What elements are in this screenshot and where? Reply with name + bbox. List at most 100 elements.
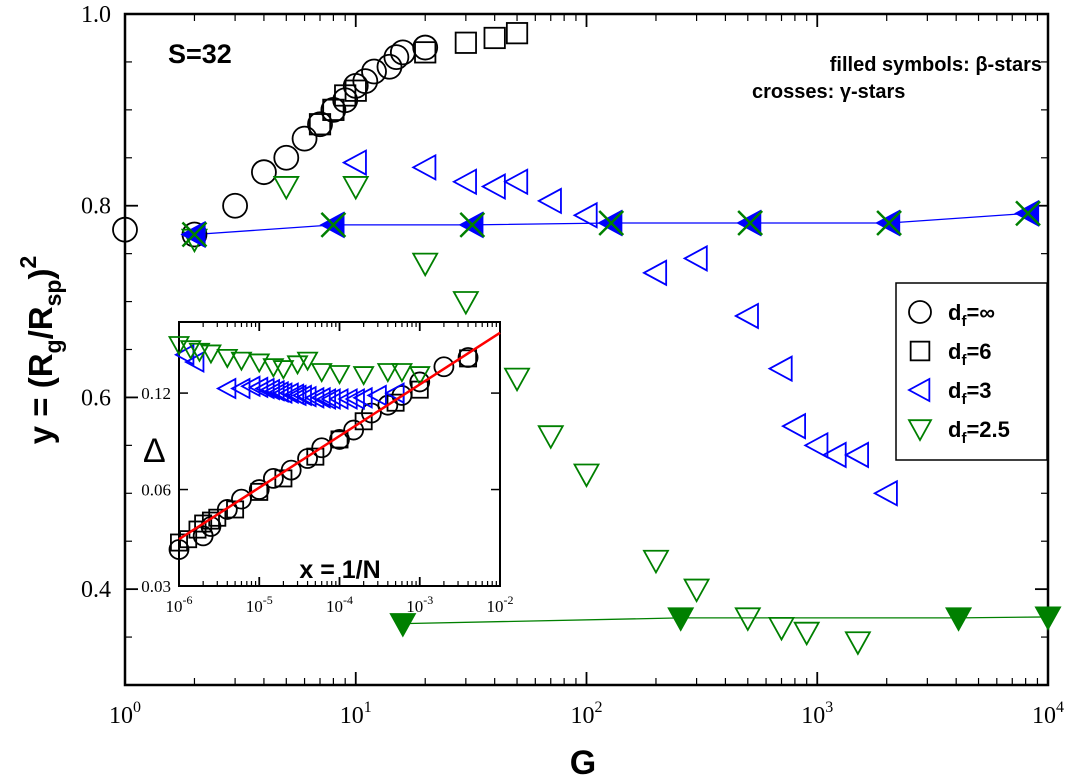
inset-data-point	[230, 351, 253, 372]
x-tick-base: 10	[406, 597, 423, 616]
x-tick-exp: -6	[183, 593, 193, 607]
data-point	[341, 149, 367, 177]
data-point	[483, 26, 506, 50]
data-point	[451, 168, 477, 196]
inset-data-point	[215, 377, 237, 400]
data-point	[342, 176, 370, 201]
data-point	[414, 41, 437, 64]
inset-data-point	[170, 533, 188, 552]
legend-label-d6: df=6	[948, 339, 992, 369]
data-point	[361, 58, 387, 85]
inset-data-point	[272, 360, 295, 381]
inset-data-point	[183, 351, 205, 374]
data-point	[876, 210, 902, 236]
note-line-crosses: crosses: γ-stars	[752, 81, 905, 103]
data-point	[780, 412, 806, 440]
inset-data-point	[216, 348, 239, 369]
legend-label-base: d	[948, 339, 961, 364]
inset-data-point	[315, 387, 337, 411]
inset-data-point	[286, 384, 307, 407]
legend-marker	[909, 340, 931, 362]
data-point	[389, 613, 417, 638]
data-point	[181, 221, 208, 248]
inset-y-axis-label: Δ	[143, 432, 166, 470]
inset-x-tick-label: 10-4	[326, 593, 353, 616]
inset-data-point	[328, 365, 351, 385]
data-point	[503, 367, 531, 393]
x-tick-exp: 0	[133, 699, 141, 716]
main-y-tick-label: 0.6	[81, 385, 111, 411]
data-point	[844, 631, 872, 656]
inset-y-tick-label: 0.06	[141, 481, 171, 500]
note-line-filled: filled symbols: β-stars	[830, 54, 1042, 76]
fit-line	[178, 331, 501, 541]
main-x-axis-label: G	[570, 744, 596, 778]
data-point	[452, 291, 480, 316]
x-tick-base: 10	[571, 703, 595, 729]
legend-label-rest: =6	[966, 339, 991, 364]
x-tick-base: 10	[166, 597, 183, 616]
inset-data-point	[433, 356, 455, 378]
data-point	[307, 111, 333, 138]
data-point	[411, 153, 437, 181]
data-point	[803, 431, 829, 459]
main-y-tick-label: 0.8	[81, 194, 111, 220]
x-tick-exp: -4	[343, 593, 353, 607]
data-point	[112, 216, 138, 243]
legend-label-d25: df=2.5	[948, 417, 1010, 447]
inset-data-point	[230, 377, 251, 400]
inset-data-point	[188, 520, 207, 539]
ylabel-sub1: g	[40, 339, 66, 353]
data-point	[273, 144, 300, 171]
data-point	[454, 31, 477, 54]
data-point	[737, 210, 764, 236]
inset-data-point	[310, 386, 331, 409]
inset-data-point	[366, 384, 387, 407]
inset-y-tick-label: 0.12	[141, 384, 171, 403]
data-point	[272, 176, 300, 201]
inset-data-point	[376, 363, 399, 383]
inset-data-point	[201, 511, 220, 530]
data-point	[376, 53, 403, 80]
data-point	[683, 578, 711, 603]
inset-data-point	[329, 429, 350, 450]
data-point	[459, 212, 486, 238]
x-tick-exp: -2	[504, 593, 514, 607]
inset-fit-line	[178, 331, 501, 541]
data-point	[872, 479, 898, 507]
data-point	[945, 607, 973, 632]
x-tick-base: 10	[109, 703, 133, 729]
legend-label-dinf: df=∞	[948, 300, 995, 330]
inset-x-tick-label: 10-2	[487, 593, 514, 616]
data-point	[667, 607, 695, 632]
data-point	[843, 441, 869, 469]
legend-label-rest: =2.5	[966, 417, 1009, 442]
data-point	[767, 355, 793, 383]
data-point	[572, 463, 601, 488]
x-tick-base: 10	[801, 703, 825, 729]
data-point	[793, 621, 821, 647]
x-tick-exp: 2	[595, 699, 603, 716]
inset-data-point	[168, 539, 190, 560]
inset-data-point	[199, 344, 222, 365]
main-x-tick-label: 104	[1032, 699, 1064, 729]
data-point	[598, 210, 625, 236]
main-x-tick-label: 102	[571, 699, 603, 729]
data-point	[767, 616, 796, 642]
x-tick-base: 10	[1032, 703, 1056, 729]
legend-label-rest: =3	[966, 378, 991, 403]
inset-data-point	[310, 363, 333, 383]
main-y-tick-label: 1.0	[81, 2, 111, 28]
legend-label-rest: =∞	[966, 300, 995, 325]
main-y-tick-label: 0.4	[81, 577, 111, 603]
main-series-markers	[112, 22, 1062, 656]
inset-data-point	[390, 363, 413, 383]
data-point	[480, 173, 506, 201]
x-tick-exp: -3	[423, 593, 433, 607]
x-tick-base: 10	[340, 703, 364, 729]
data-point	[251, 159, 277, 186]
data-point	[222, 192, 248, 219]
